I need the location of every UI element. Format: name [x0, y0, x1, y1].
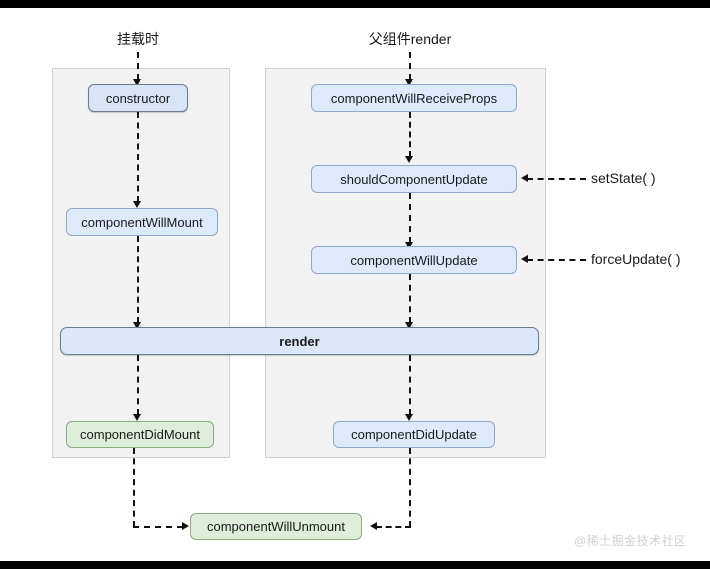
- arrowhead-to-willmount: [133, 201, 141, 208]
- connector-forceupdate-to-willupdate: [527, 259, 586, 261]
- connector-didupdate-left-to-unmount: [376, 526, 411, 528]
- node-should-component-update[interactable]: shouldComponentUpdate: [311, 165, 517, 193]
- arrowhead-willmount-to-render: [133, 322, 141, 329]
- connector-mountlabel-to-constructor: [137, 52, 139, 80]
- connector-didupdate-down: [409, 448, 411, 527]
- mount-phase-label: 挂载时: [117, 31, 159, 47]
- arrowhead-left-to-unmount: [182, 522, 189, 530]
- node-component-will-mount[interactable]: componentWillMount: [66, 208, 218, 236]
- node-constructor[interactable]: constructor: [88, 84, 188, 112]
- arrowhead-right-to-unmount: [370, 522, 377, 530]
- arrowhead-to-didupdate: [405, 414, 413, 421]
- watermark: @稀土掘金技术社区: [574, 534, 687, 548]
- arrowhead-willupdate-to-render: [405, 322, 413, 329]
- node-component-will-unmount[interactable]: componentWillUnmount: [190, 513, 362, 540]
- update-phase-label: 父组件render: [368, 31, 452, 47]
- node-component-will-receive-props[interactable]: componentWillReceiveProps: [311, 84, 517, 112]
- node-render[interactable]: render: [60, 327, 539, 355]
- trigger-label-forceupdate: forceUpdate( ): [591, 251, 681, 267]
- node-component-did-update[interactable]: componentDidUpdate: [333, 421, 495, 448]
- arrowhead-to-willreceiveprops: [405, 79, 413, 86]
- connector-willmount-to-render: [137, 236, 139, 323]
- arrowhead-setstate: [521, 174, 528, 182]
- bottom-border-bar: [0, 561, 710, 569]
- connector-render-to-didmount: [137, 355, 139, 415]
- connector-setstate-to-shouldupdate: [527, 178, 586, 180]
- connector-constructor-to-willmount: [137, 112, 139, 202]
- top-border-bar: [0, 0, 710, 8]
- connector-render-to-didupdate: [409, 355, 411, 415]
- arrowhead-to-constructor: [133, 79, 141, 86]
- connector-willreceiveprops-to-shouldupdate: [409, 112, 411, 157]
- mount-phase-panel: [52, 68, 230, 458]
- connector-willupdate-to-render: [409, 274, 411, 323]
- arrowhead-to-shouldupdate: [405, 156, 413, 163]
- connector-didmount-right-to-unmount: [133, 526, 183, 528]
- node-component-did-mount[interactable]: componentDidMount: [66, 421, 214, 448]
- node-component-will-update[interactable]: componentWillUpdate: [311, 246, 517, 274]
- arrowhead-to-didmount: [133, 414, 141, 421]
- connector-shouldupdate-to-willupdate: [409, 193, 411, 243]
- connector-didmount-down: [133, 448, 135, 527]
- arrowhead-forceupdate: [521, 255, 528, 263]
- trigger-label-setstate: setState( ): [591, 170, 656, 186]
- arrowhead-to-willupdate: [405, 242, 413, 249]
- connector-parentrender-to-willreceiveprops: [409, 52, 411, 80]
